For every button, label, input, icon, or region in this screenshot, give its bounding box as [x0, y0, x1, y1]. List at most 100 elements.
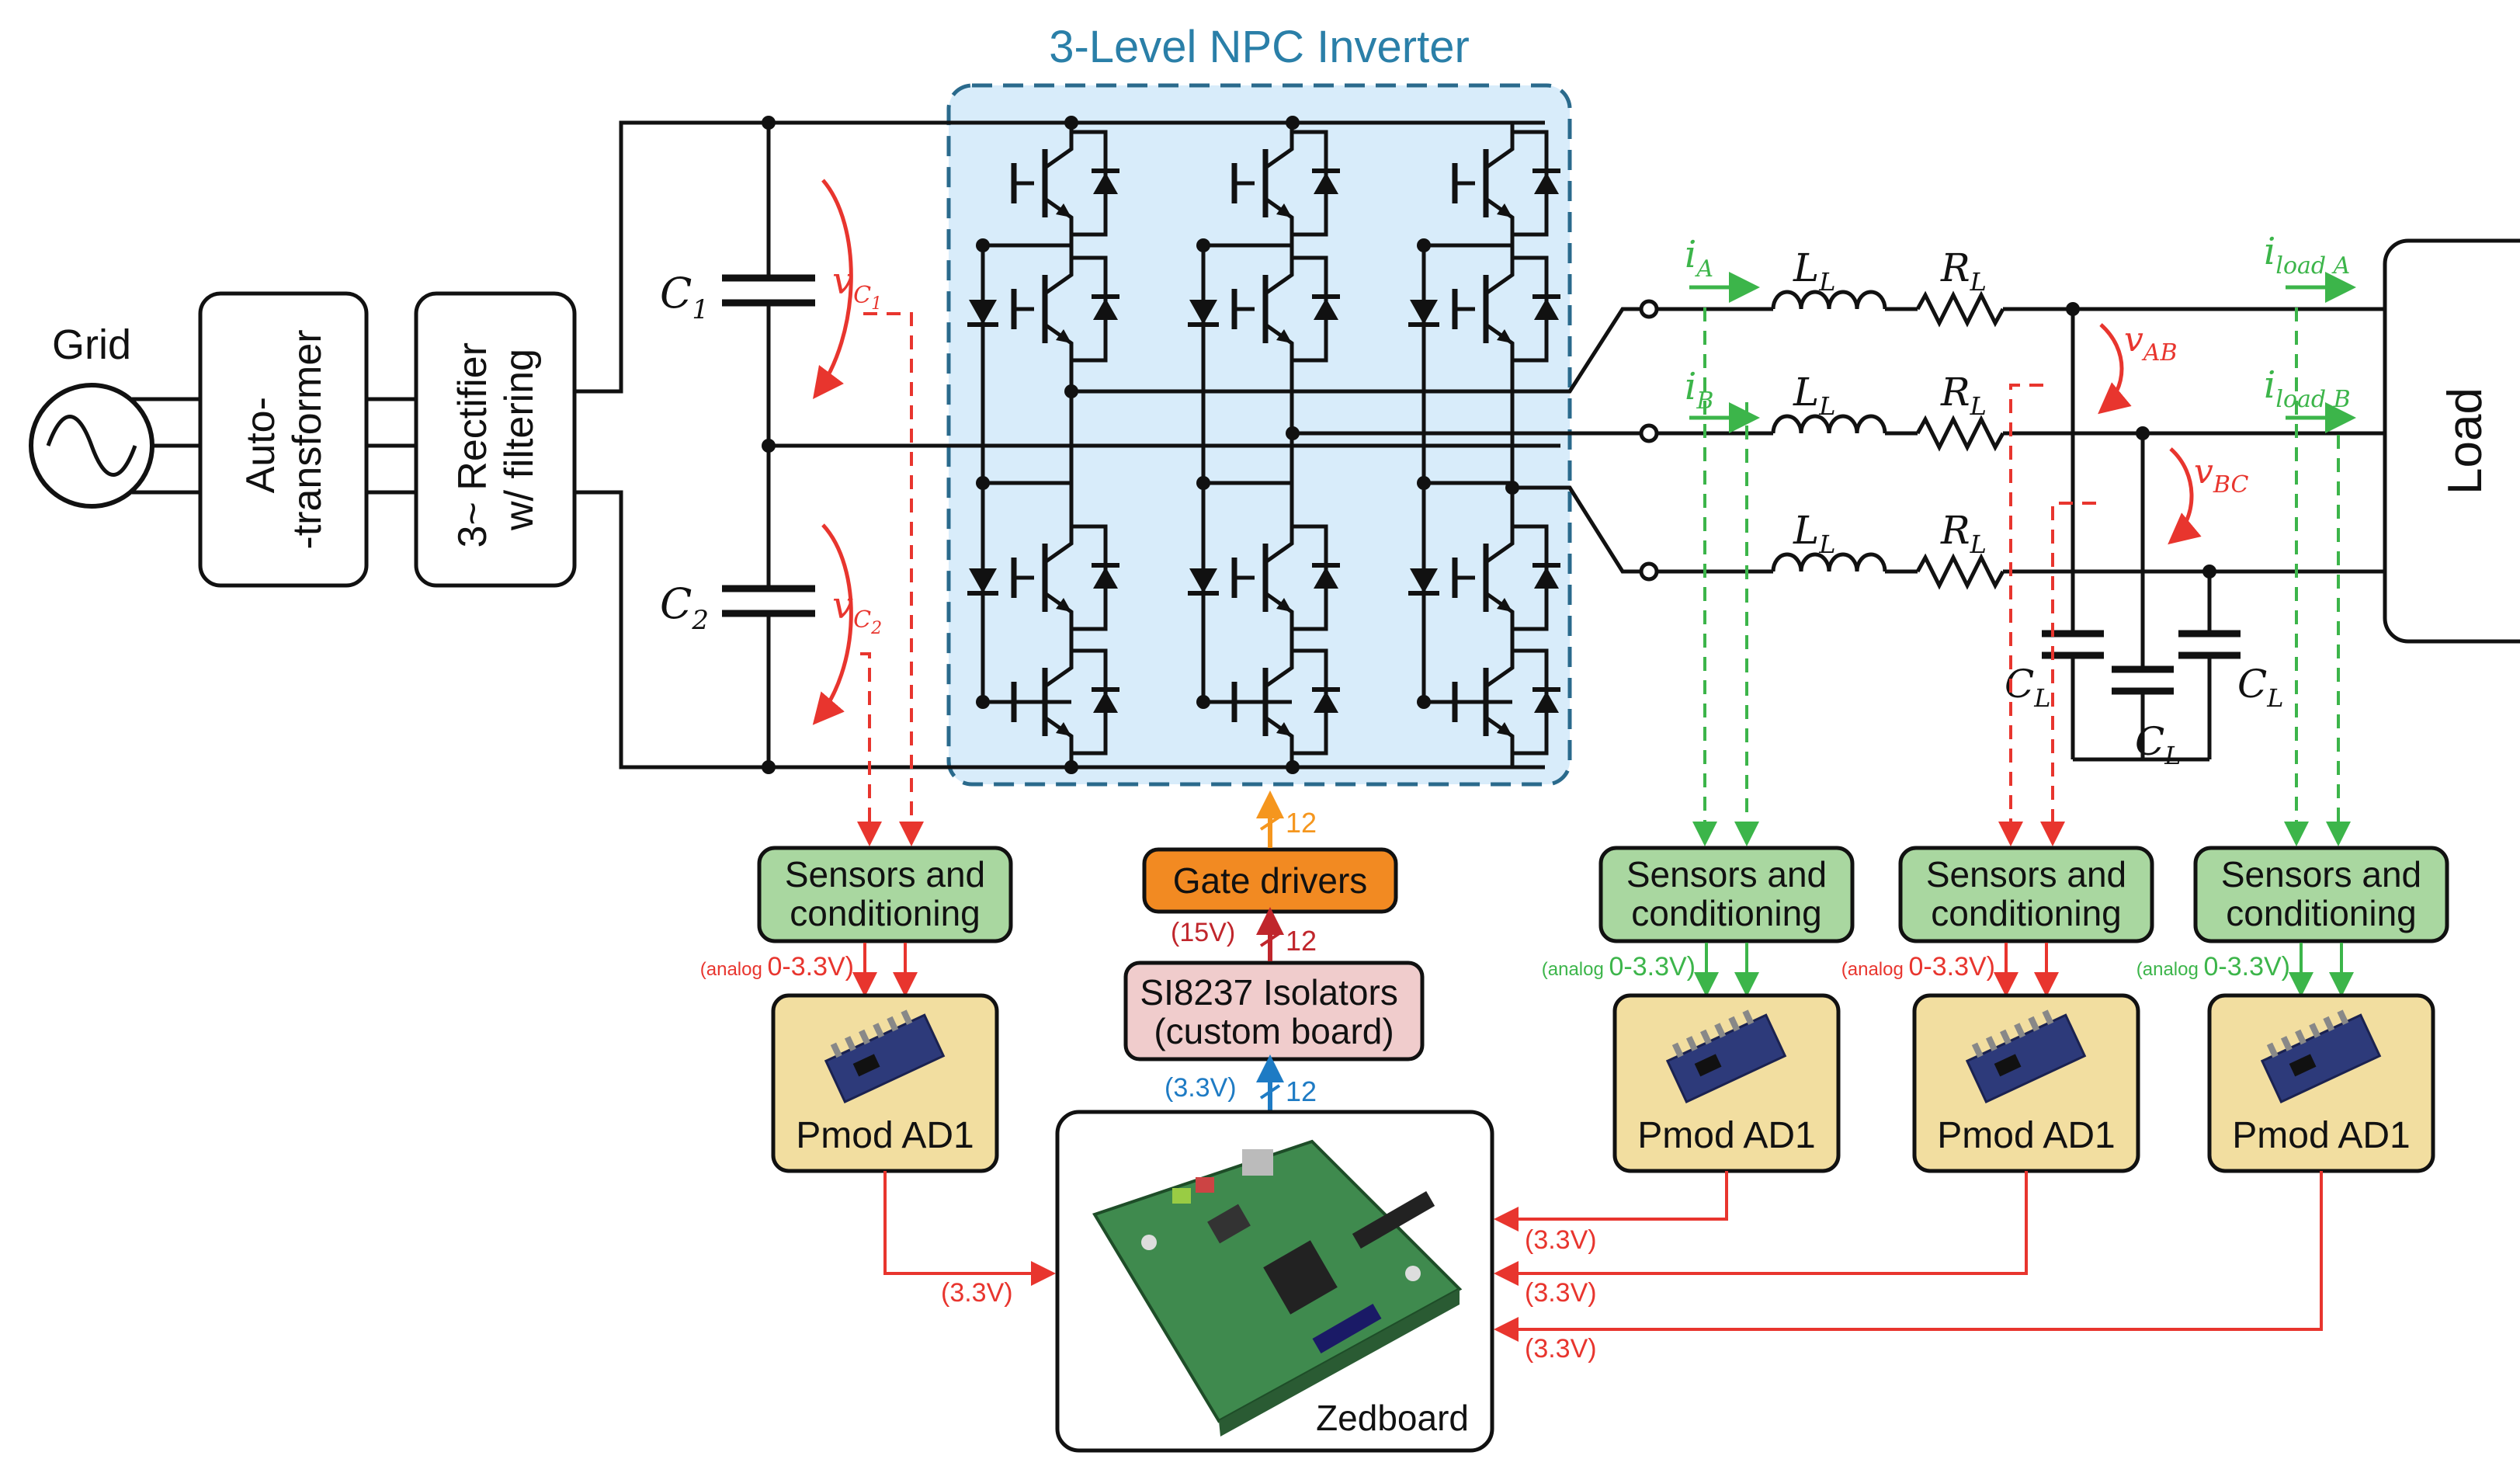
igbt-switch [1231, 524, 1340, 631]
sensor-label: Sensors and [1926, 854, 2126, 895]
clamp-diode [967, 568, 998, 596]
filter-capacitor: CL [2178, 565, 2284, 759]
measurement-lines [857, 307, 2351, 846]
sensor-label: conditioning [2226, 893, 2417, 933]
pmod-label: Pmod AD1 [1637, 1115, 1815, 1156]
inverter-leg [1188, 123, 1340, 767]
sensor-label: conditioning [1931, 893, 2122, 933]
igbt-switch [1452, 130, 1560, 237]
autotransformer-box [198, 291, 369, 588]
vc2-label: vC2 [832, 584, 882, 638]
ia-label: iA [1685, 233, 1713, 283]
control-bus-width: 12 [1286, 1075, 1317, 1107]
output-terminals [1639, 299, 1659, 582]
vc1-arrow [813, 179, 853, 400]
grid-wires [132, 397, 416, 495]
sensor-box [757, 846, 1013, 943]
capacitor-c2 [722, 585, 815, 617]
analog-range-label: (analog 0-3.3V) [2136, 952, 2290, 981]
capacitor-label: CL [2135, 719, 2182, 770]
inductor [1771, 290, 1887, 310]
igbt-switch [1452, 255, 1560, 363]
clamp-diode [1188, 568, 1219, 596]
analog-range-label: (analog 0-3.3V) [1542, 952, 1696, 981]
inductor-label: LL [1793, 245, 1835, 297]
pmod-label: Pmod AD1 [2232, 1115, 2410, 1156]
vbc-label: vBC [2194, 452, 2248, 499]
load-label: Load [2438, 387, 2492, 495]
igbt-switch [1011, 255, 1119, 363]
clamp-diode [1188, 300, 1219, 327]
inductor [1771, 552, 1887, 572]
zedboard-label: Zedboard [1316, 1398, 1469, 1438]
igbt-switch [1452, 524, 1560, 631]
c2-label: C2 [660, 579, 709, 636]
grid-source [29, 383, 154, 509]
capacitor-c1 [722, 274, 815, 307]
inductor-label: LL [1793, 508, 1835, 559]
pmod-module-image [2260, 1009, 2382, 1103]
isolators-label: SI8237 Isolators (custom board) [1140, 972, 1408, 1051]
pmod-to-zedboard-lines [883, 1171, 2323, 1342]
inverter-leg [967, 123, 1119, 767]
load-box [2383, 238, 2520, 644]
inverter-leg [1408, 123, 1560, 767]
pmod-module-image [824, 1009, 946, 1103]
pmod-module-image [1665, 1009, 1787, 1103]
grid-label: Grid [52, 321, 131, 368]
dc-bus-wires [574, 120, 1560, 770]
sensor-label: Sensors and [785, 854, 985, 895]
vab-arrow [2098, 323, 2132, 415]
clamp-diode [1408, 300, 1439, 327]
sensor-label: Sensors and [2221, 854, 2421, 895]
control-voltage-label: (3.3V) [1165, 1073, 1237, 1103]
rectifier-box [414, 291, 577, 588]
filter-phase: LL RL [1657, 508, 2385, 590]
sensor-label: conditioning [1631, 893, 1822, 933]
filter-capacitor: CL [2112, 426, 2182, 770]
autotransformer-label: Auto- -transformer [238, 329, 330, 549]
resistor [1915, 553, 2005, 590]
analog-range-label: (analog 0-3.3V) [1841, 952, 1995, 981]
sensor-box [1898, 846, 2154, 943]
iload-b-label: iload B [2264, 363, 2351, 413]
clamp-diode [967, 300, 998, 327]
isolator-bus-width: 12 [1286, 925, 1317, 957]
gate-voltage-label: (15V) [1171, 918, 1235, 947]
igbt-switch [1011, 524, 1119, 631]
ib-label: iB [1685, 365, 1713, 415]
resistor-label: RL [1940, 508, 1987, 559]
digital-label-1: (3.3V) [1525, 1225, 1597, 1255]
iload-a-label: iload A [2264, 230, 2350, 280]
isolator-bus-arrow [1256, 907, 1284, 961]
digital-label-2: (3.3V) [1525, 1278, 1597, 1308]
inductor [1771, 414, 1887, 434]
zedboard-image [1092, 1139, 1463, 1437]
inverter-legs [967, 123, 1560, 767]
sensor-box [2193, 846, 2449, 943]
analog-range-label: (analog 0-3.3V) [700, 952, 854, 981]
inverter-title: 3-Level NPC Inverter [1049, 22, 1470, 72]
pmod-label: Pmod AD1 [796, 1115, 974, 1156]
vbc-arrow [2168, 447, 2202, 545]
capacitor-label: CL [2237, 662, 2284, 713]
control-bus-arrow [1256, 1054, 1284, 1110]
sensor-label: Sensors and [1626, 854, 1827, 895]
pmod-label: Pmod AD1 [1937, 1115, 2115, 1156]
rectifier-label: 3~ Rectifier w/ filtering [450, 332, 542, 548]
igbt-switch [1231, 130, 1340, 237]
gate-drivers-label: Gate drivers [1173, 860, 1368, 901]
digital-label-left: (3.3V) [941, 1278, 1013, 1308]
gate-bus-arrow [1256, 790, 1284, 848]
igbt-switch [1231, 255, 1340, 363]
resistor-label: RL [1940, 370, 1987, 421]
digital-label-3: (3.3V) [1525, 1334, 1597, 1364]
phase-output-wires [1071, 307, 1644, 574]
inductor-label: LL [1793, 370, 1835, 421]
vc1-label: vC1 [832, 259, 882, 314]
resistor-label: RL [1940, 245, 1987, 297]
